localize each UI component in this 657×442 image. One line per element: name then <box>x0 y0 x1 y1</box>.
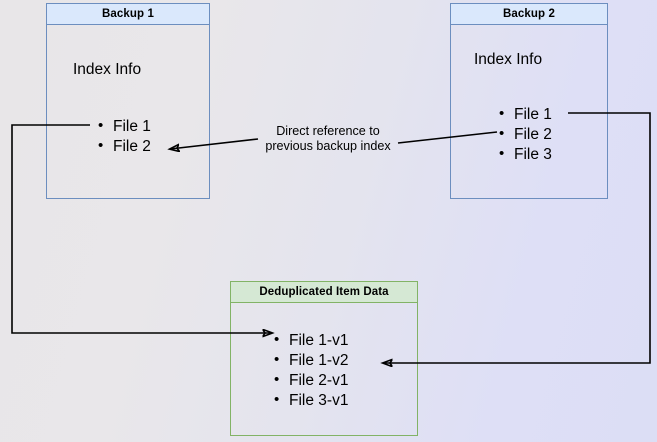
list-item: File 1-v2 <box>272 350 348 371</box>
list-item: File 2-v1 <box>272 370 348 391</box>
backup2-header-label: Backup 2 <box>503 8 555 20</box>
list-item: File 3 <box>497 144 552 165</box>
backup2-header: Backup 2 <box>450 3 608 25</box>
list-item: File 3-v1 <box>272 390 348 411</box>
list-item: File 1-v1 <box>272 330 348 351</box>
list-item: File 1 <box>497 104 552 125</box>
backup1-index-info-label: Index Info <box>73 61 142 78</box>
list-item: File 2 <box>497 124 552 145</box>
list-item: File 2 <box>96 136 151 157</box>
list-item: File 1 <box>96 116 151 137</box>
dedup-header-label: Deduplicated Item Data <box>259 286 389 298</box>
direct-reference-annotation: Direct reference to previous backup inde… <box>249 124 407 154</box>
backup2-index-info-label: Index Info <box>474 51 543 68</box>
backup1-file-list: File 1 File 2 <box>96 116 151 157</box>
direct-reference-line2: previous backup index <box>265 139 391 153</box>
dedup-header: Deduplicated Item Data <box>230 281 418 303</box>
backup1-header: Backup 1 <box>46 3 210 25</box>
backup1-box <box>46 24 210 199</box>
backup2-file-list: File 1 File 2 File 3 <box>497 104 552 165</box>
direct-reference-line1: Direct reference to <box>276 124 380 138</box>
dedup-file-list: File 1-v1 File 1-v2 File 2-v1 File 3-v1 <box>272 330 348 411</box>
backup1-header-label: Backup 1 <box>102 8 154 20</box>
